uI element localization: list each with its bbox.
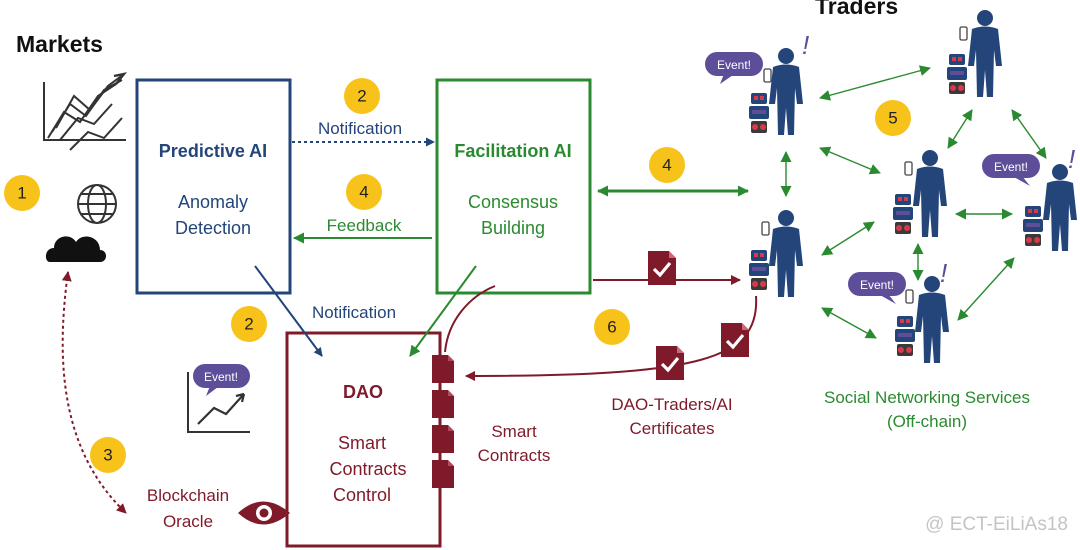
trader-1: Event! ! <box>705 30 809 135</box>
trader-4: Event! ! <box>982 144 1077 251</box>
sns-label-2: (Off-chain) <box>887 412 967 431</box>
smart-contracts-label-2: Contracts <box>478 446 551 465</box>
step-badge-3: 3 <box>90 437 126 473</box>
trader-network-links <box>780 65 1047 339</box>
svg-text:3: 3 <box>103 446 112 465</box>
trader-3 <box>893 150 947 237</box>
notification-arrow-mid <box>254 265 323 357</box>
step-badge-4-consensus: 4 <box>649 147 685 183</box>
svg-text:!: ! <box>940 258 947 288</box>
certificate-icon-right <box>719 321 751 359</box>
svg-text:2: 2 <box>357 87 366 106</box>
certificate-icon-left <box>654 344 686 382</box>
market-chart-icon <box>43 72 127 151</box>
predictive-ai-line1: Anomaly <box>178 192 248 212</box>
cloud-icon <box>45 236 106 262</box>
smart-contracts-label-1: Smart <box>491 422 537 441</box>
facilitation-ai-title: Facilitation AI <box>454 141 571 161</box>
feedback-label: Feedback <box>327 216 402 235</box>
notification-label-top: Notification <box>318 119 402 138</box>
trader-4-bubble-label: Event! <box>994 160 1028 174</box>
oracle-dashed-arrow <box>61 271 127 514</box>
eye-icon <box>238 501 290 525</box>
svg-text:6: 6 <box>607 318 616 337</box>
svg-text:5: 5 <box>888 109 897 128</box>
svg-text:!: ! <box>1068 144 1075 174</box>
predictive-ai-line2: Detection <box>175 218 251 238</box>
step-badge-2-mid: 2 <box>231 306 267 342</box>
predictive-ai-title: Predictive AI <box>159 141 267 161</box>
dao-box <box>285 331 442 548</box>
step-badge-4-feedback: 4 <box>346 174 382 210</box>
certificates-label-1: DAO-Traders/AI <box>611 395 732 414</box>
trader-5 <box>749 210 803 297</box>
facilitation-ai-box <box>435 78 592 295</box>
svg-text:2: 2 <box>244 315 253 334</box>
predictive-ai-box <box>135 78 292 295</box>
svg-text:4: 4 <box>359 183 368 202</box>
event-chart-bubble-label: Event! <box>204 370 238 384</box>
oracle-label-2: Oracle <box>163 512 213 531</box>
trader-2 <box>947 10 1002 97</box>
svg-text:4: 4 <box>662 156 671 175</box>
svg-text:!: ! <box>802 30 809 60</box>
notification-label-mid: Notification <box>312 303 396 322</box>
step-badge-5: 5 <box>875 100 911 136</box>
step-badge-6: 6 <box>594 309 630 345</box>
facilitation-to-dao-arrow <box>409 265 477 357</box>
step-badge-2-top: 2 <box>344 78 380 114</box>
certificates-label-2: Certificates <box>629 419 714 438</box>
facilitation-ai-line1: Consensus <box>468 192 558 212</box>
traders-title: Traders <box>815 0 898 19</box>
facilitation-ai-line2: Building <box>481 218 545 238</box>
certificate-icon-top <box>646 249 678 287</box>
dao-line2: Contracts <box>329 459 406 479</box>
trader-1-bubble-label: Event! <box>717 58 751 72</box>
watermark: @ ECT-EiLiAs18 <box>925 514 1068 535</box>
dao-title: DAO <box>343 382 383 402</box>
step-badge-1: 1 <box>4 175 40 211</box>
dao-feedback-curve <box>444 285 496 353</box>
dao-line1: Smart <box>338 433 386 453</box>
trader-6: Event! ! <box>848 258 949 363</box>
trader-6-bubble-label: Event! <box>860 278 894 292</box>
svg-text:1: 1 <box>17 184 26 203</box>
markets-title: Markets <box>16 31 103 57</box>
dao-line3: Control <box>333 485 391 505</box>
event-chart-icon: Event! <box>187 364 250 433</box>
oracle-label-1: Blockchain <box>147 486 229 505</box>
sns-label-1: Social Networking Services <box>824 388 1030 407</box>
certificate-arrow-in <box>465 295 758 381</box>
globe-icon <box>77 184 117 224</box>
